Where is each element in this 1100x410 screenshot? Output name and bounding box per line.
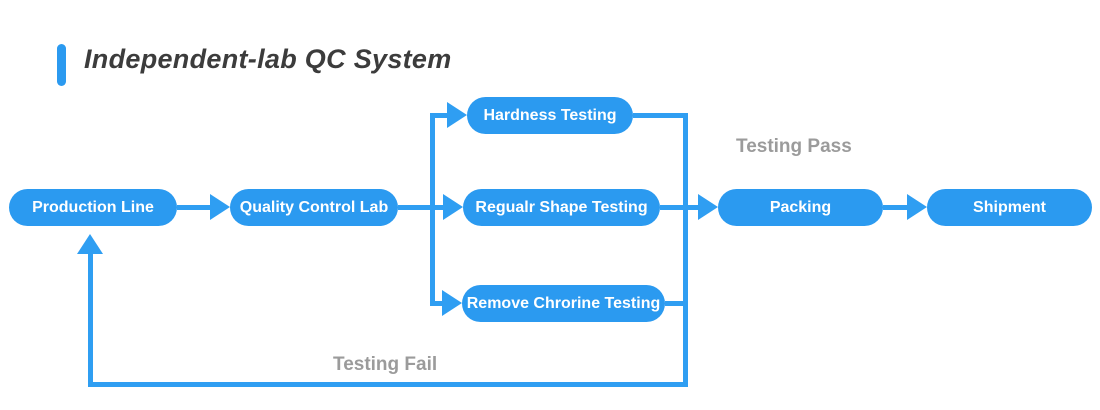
fail-loop-vertical-line	[88, 252, 93, 387]
arrowhead-to-remove	[442, 290, 462, 316]
node-packing: Packing	[718, 189, 883, 226]
fail-loop-bottom-line	[88, 382, 688, 387]
connector-branch-to-hardness	[433, 113, 447, 118]
arrowhead-to-regular	[443, 194, 463, 220]
arrowhead-to-production	[77, 234, 103, 254]
node-remove-chlorine-testing: Remove Chrorine Testing	[462, 285, 665, 322]
merge-vertical-line	[683, 113, 688, 387]
connector-remove-to-merge	[665, 301, 688, 306]
arrowhead-to-packing	[698, 194, 718, 220]
node-shipment: Shipment	[927, 189, 1092, 226]
branch-vertical-line	[430, 113, 435, 306]
arrowhead-to-qclab	[210, 194, 230, 220]
connector-packing-to-shipment	[883, 205, 907, 210]
node-hardness-testing: Hardness Testing	[467, 97, 633, 134]
connector-hardness-to-merge	[633, 113, 688, 118]
arrowhead-to-hardness	[447, 102, 467, 128]
node-regular-shape-testing: Regualr Shape Testing	[463, 189, 660, 226]
label-testing-fail: Testing Fail	[333, 354, 438, 375]
node-quality-control-lab: Quality Control Lab	[230, 189, 398, 226]
page-title: Independent-lab QC System	[84, 44, 452, 74]
title-accent-bar	[57, 44, 66, 86]
connector-branch-to-remove	[433, 301, 442, 306]
connector-branch-to-regular	[433, 205, 443, 210]
connector-qclab-to-branch	[398, 205, 435, 210]
connector-merge-to-packing	[660, 205, 698, 210]
connector-production-to-qclab	[177, 205, 211, 210]
arrowhead-to-shipment	[907, 194, 927, 220]
label-testing-pass: Testing Pass	[736, 136, 852, 157]
node-production-line: Production Line	[9, 189, 177, 226]
